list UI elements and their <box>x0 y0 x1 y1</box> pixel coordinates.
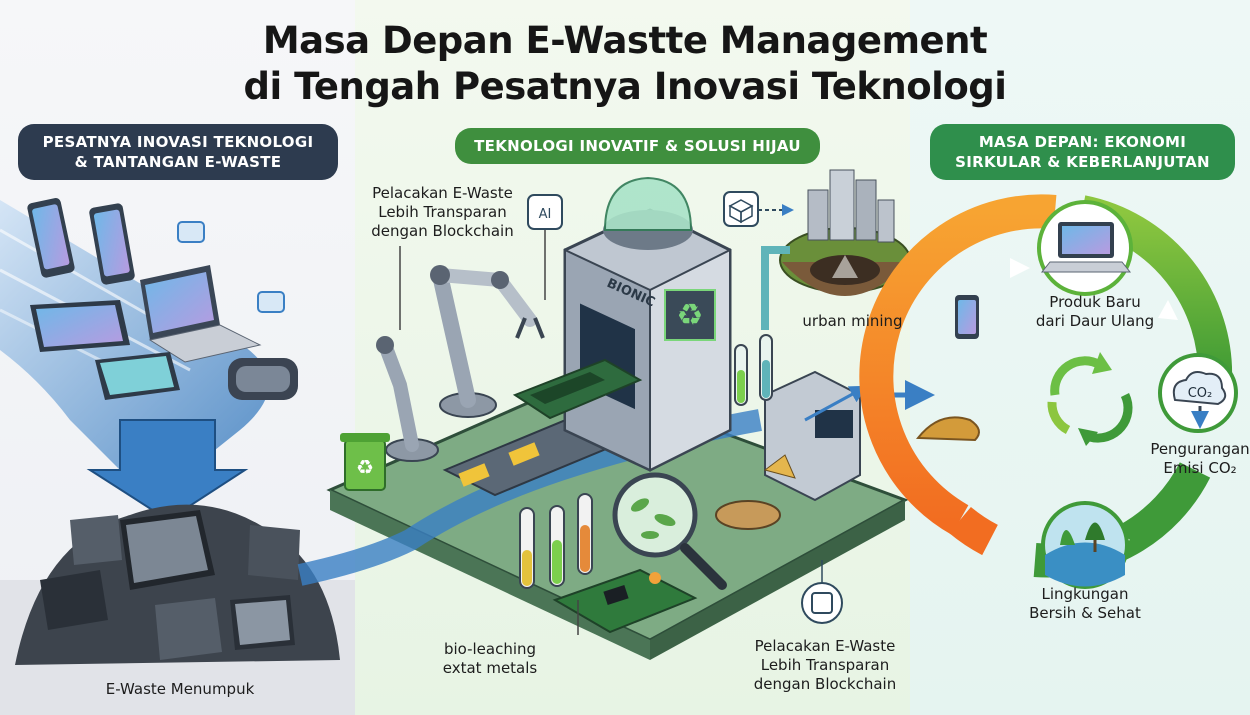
page-title: Masa Depan E-Wastte Management di Tengah… <box>0 18 1250 110</box>
section-heading-right-line2: SIRKULAR & KEBERLANJUTAN <box>955 153 1210 171</box>
label-line: Pelacakan E-Waste <box>372 184 513 202</box>
section-heading-middle: TEKNOLOGI INOVATIF & SOLUSI HIJAU <box>455 128 820 164</box>
vr-headset-icon <box>228 358 298 400</box>
label-line: Bersih & Sehat <box>1029 604 1141 622</box>
svg-text:♻: ♻ <box>356 455 374 479</box>
label-line: Pengurangan <box>1150 440 1250 458</box>
city-mine-icon <box>779 169 911 296</box>
svg-text:CO₂: CO₂ <box>1188 386 1213 401</box>
smartphone-icon <box>27 198 75 278</box>
label-urban-mining: urban mining <box>802 312 903 330</box>
label-new-products: Produk Baru dari Daur Ulang <box>1010 293 1180 331</box>
chat-bubble-icon <box>177 221 285 313</box>
processing-unit-icon <box>764 370 868 502</box>
recycle-arrows-icon <box>1047 352 1133 446</box>
blockchain-cube-icon <box>723 191 794 227</box>
down-arrow <box>86 419 249 522</box>
svg-text:AI: AI <box>539 207 552 222</box>
robot-arm-icon <box>376 336 439 462</box>
label-ewaste-pile: E-Waste Menumpuk <box>105 680 255 698</box>
section-heading-right-line1: MASA DEPAN: EKONOMI <box>978 133 1187 151</box>
smartphone-icon <box>89 203 135 285</box>
label-line: extat metals <box>442 659 538 677</box>
recycle-bin-icon: ♻ <box>340 433 390 491</box>
label-line: dengan Blockchain <box>753 675 897 693</box>
magnifier-bacteria-icon <box>612 472 727 590</box>
test-tube-icon <box>519 493 593 589</box>
mineral-pile-icon <box>915 416 980 442</box>
section-heading-right: MASA DEPAN: EKONOMI SIRKULAR & KEBERLANJ… <box>930 124 1235 180</box>
label-line: Pelacakan E-Waste <box>754 637 896 655</box>
pipe <box>761 246 790 330</box>
robot-arm-icon <box>430 265 545 418</box>
label-line: dengan Blockchain <box>371 222 514 240</box>
nature-globe-icon <box>1041 501 1129 589</box>
section-heading-left: PESATNYA INOVASI TEKNOLOGI & TANTANGAN E… <box>18 124 338 180</box>
label-line: Emisi CO₂ <box>1163 459 1237 477</box>
circuit-board-icon <box>512 358 643 420</box>
co2-cloud-icon: CO₂ <box>1158 353 1238 433</box>
smartphone-icon <box>955 295 979 339</box>
label-line: Produk Baru <box>1049 293 1141 311</box>
title-line-2: di Tengah Pesatnya Inovasi Teknologi <box>243 65 1007 108</box>
laptop-icon <box>1037 200 1133 296</box>
smartphone-icon <box>95 352 180 400</box>
e-waste-pile-icon <box>15 504 340 665</box>
glass-dome-icon <box>603 176 693 250</box>
label-bio-leaching: bio-leaching extat metals <box>425 640 555 678</box>
laptop-icon <box>140 265 262 363</box>
tablet-icon <box>30 300 130 352</box>
label-emission-reduction: Pengurangan Emisi CO₂ <box>1135 440 1250 478</box>
blockchain-circuit-icon <box>801 560 843 624</box>
label-line: Lingkungan <box>1041 585 1129 603</box>
section-heading-left-line1: PESATNYA INOVASI TEKNOLOGI <box>42 133 314 151</box>
mineral-bowl-icon <box>715 454 796 530</box>
label-clean-environment: Lingkungan Bersih & Sehat <box>1005 585 1165 623</box>
recycle-symbol-icon: ♻ <box>677 298 704 333</box>
label-line: Lebih Transparan <box>378 203 507 221</box>
label-line: Lebih Transparan <box>760 656 890 674</box>
circuit-board-icon <box>552 568 698 634</box>
test-tube-icon <box>734 334 773 406</box>
label-line: dari Daur Ulang <box>1035 312 1155 330</box>
label-blockchain-tracking-bottom: Pelacakan E-Waste Lebih Transparan denga… <box>735 637 915 694</box>
section-heading-middle-text: TEKNOLOGI INOVATIF & SOLUSI HIJAU <box>474 137 801 155</box>
section-heading-left-line2: & TANTANGAN E-WASTE <box>74 153 282 171</box>
ai-chip-icon: AI <box>527 194 563 230</box>
title-line-1: Masa Depan E-Wastte Management <box>262 19 988 62</box>
recycling-machine-icon: ♻ BIONIC <box>563 208 732 472</box>
label-line: bio-leaching <box>443 640 537 658</box>
label-blockchain-tracking-top: Pelacakan E-Waste Lebih Transparan denga… <box>355 184 530 241</box>
